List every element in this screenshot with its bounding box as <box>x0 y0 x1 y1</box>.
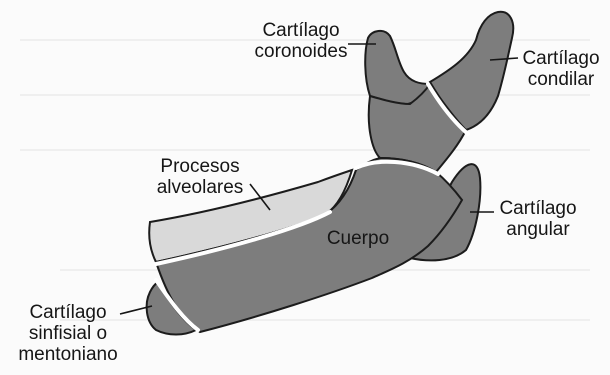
label-line: Cuerpo <box>308 228 408 249</box>
coronoid-cartilage-shape <box>365 31 430 104</box>
label-procesos-alveolares: Procesos alveolares <box>144 156 256 198</box>
label-cuerpo: Cuerpo <box>308 228 408 249</box>
label-line: coronoides <box>242 41 360 62</box>
label-line: Cartílago <box>514 48 608 69</box>
label-line: sinfisial o <box>8 323 128 344</box>
label-line: Cartílago <box>488 198 588 219</box>
label-cartilago-sinfisial: Cartílago sinfisial o mentoniano <box>8 302 128 365</box>
label-line: Cartílago <box>8 302 128 323</box>
label-line: Cartílago <box>242 20 360 41</box>
label-line: Procesos <box>144 156 256 177</box>
label-line: mentoniano <box>8 344 128 365</box>
label-cartilago-angular: Cartílago angular <box>488 198 588 240</box>
label-line: condilar <box>514 69 608 90</box>
label-line: angular <box>488 219 588 240</box>
label-cartilago-coronoides: Cartílago coronoides <box>242 20 360 62</box>
label-line: alveolares <box>144 177 256 198</box>
label-cartilago-condilar: Cartílago condilar <box>514 48 608 90</box>
